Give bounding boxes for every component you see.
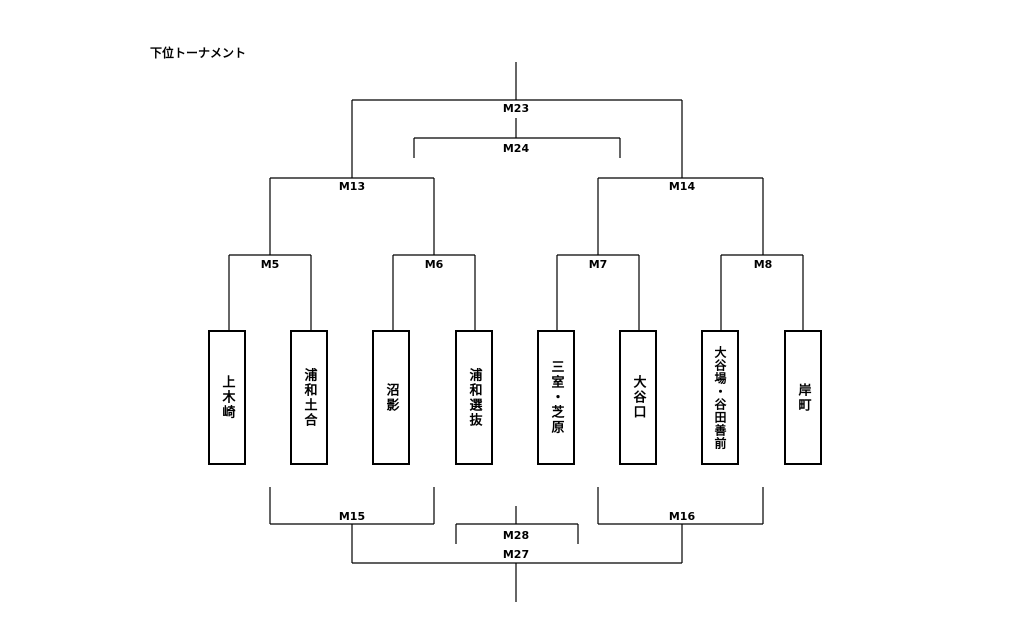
team-name: 浦和選抜 xyxy=(466,367,482,428)
match-label-m7: M7 xyxy=(589,258,608,271)
team-box-urawa-doai: 浦和土合 xyxy=(290,330,328,465)
match-label-m24: M24 xyxy=(503,142,530,155)
team-name: 上木崎 xyxy=(219,375,235,420)
match-label-m28: M28 xyxy=(503,529,529,542)
team-name: 大谷場・谷田善前 xyxy=(713,345,727,450)
team-box-kamikizaki: 上木崎 xyxy=(208,330,246,465)
match-label-m15: M15 xyxy=(339,510,365,523)
team-box-kishimachi: 岸町 xyxy=(784,330,822,465)
team-name: 浦和土合 xyxy=(301,367,317,428)
match-label-m8: M8 xyxy=(754,258,773,271)
match-label-m14: M14 xyxy=(669,180,696,193)
match-label-m27: M27 xyxy=(503,548,529,561)
match-label-m23: M23 xyxy=(503,102,529,115)
match-label-m13: M13 xyxy=(339,180,365,193)
team-box-sanmuro-shibahara: 三室・芝原 xyxy=(537,330,575,465)
team-name: 三室・芝原 xyxy=(548,360,564,435)
match-label-m16: M16 xyxy=(669,510,696,523)
match-label-m5: M5 xyxy=(261,258,280,271)
team-name: 岸町 xyxy=(795,382,811,413)
team-box-oyaba-yata-zenmae: 大谷場・谷田善前 xyxy=(701,330,739,465)
team-box-urawa-senbatsu: 浦和選抜 xyxy=(455,330,493,465)
match-label-m6: M6 xyxy=(425,258,444,271)
page-title: 下位トーナメント xyxy=(150,46,247,60)
team-box-oyaguchi: 大谷口 xyxy=(619,330,657,465)
team-name: 大谷口 xyxy=(630,375,646,420)
team-box-numakage: 沼影 xyxy=(372,330,410,465)
team-name: 沼影 xyxy=(383,382,399,413)
